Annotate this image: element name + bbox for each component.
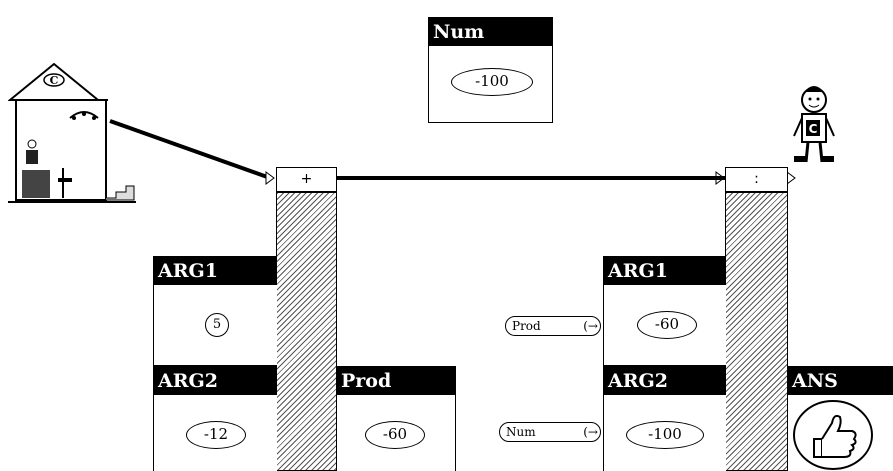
right-arg1-title: ARG1 bbox=[604, 257, 726, 285]
right-arg2-value[interactable]: -100 bbox=[626, 421, 704, 449]
right-arg1-value[interactable]: -60 bbox=[637, 311, 697, 339]
plus-node[interactable]: + bbox=[276, 167, 337, 192]
prod-card[interactable]: Prod -60 bbox=[336, 366, 456, 471]
arg2-source-tag[interactable]: Num (→ bbox=[499, 422, 601, 442]
left-arg2-title: ARG2 bbox=[154, 367, 277, 395]
character-icon[interactable]: C bbox=[790, 84, 840, 168]
right-arg2-title: ARG2 bbox=[604, 367, 726, 395]
ans-card-title: ANS bbox=[788, 367, 893, 395]
ans-card[interactable]: ANS bbox=[787, 366, 893, 471]
arg1-source-tag[interactable]: Prod (→ bbox=[505, 316, 601, 336]
num-card-title: Num bbox=[429, 18, 552, 46]
left-arg2-value[interactable]: -12 bbox=[186, 421, 246, 449]
connector-arrow-icon: (→ bbox=[583, 424, 598, 440]
left-arg1-title: ARG1 bbox=[154, 257, 277, 285]
prod-card-title: Prod bbox=[337, 367, 455, 395]
result-stem bbox=[725, 192, 788, 471]
prod-value[interactable]: -60 bbox=[365, 421, 425, 449]
plus-stem bbox=[276, 192, 337, 471]
arg2-source-label: Num bbox=[506, 425, 536, 439]
result-node[interactable]: : bbox=[725, 167, 788, 192]
left-arg2-card[interactable]: ARG2 -12 bbox=[153, 366, 277, 471]
thumbs-up-icon bbox=[792, 399, 874, 471]
arg1-source-label: Prod bbox=[512, 319, 541, 333]
left-arg1-value[interactable]: 5 bbox=[205, 313, 229, 337]
svg-text:C: C bbox=[809, 122, 818, 136]
right-arg1-card[interactable]: ARG1 -60 bbox=[603, 256, 726, 366]
right-arg2-card[interactable]: ARG2 -100 bbox=[603, 366, 726, 471]
num-value[interactable]: -100 bbox=[451, 68, 533, 96]
left-arg1-card[interactable]: ARG1 5 bbox=[153, 256, 277, 366]
wire-plus-to-result bbox=[337, 176, 725, 180]
connector-arrow-icon: (→ bbox=[583, 318, 598, 334]
num-card[interactable]: Num -100 bbox=[428, 17, 553, 123]
